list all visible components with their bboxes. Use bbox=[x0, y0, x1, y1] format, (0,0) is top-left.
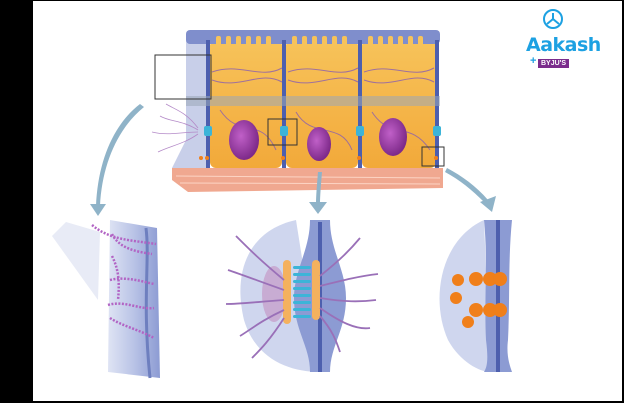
desmosome-callout bbox=[267, 118, 298, 146]
basement-membrane bbox=[172, 168, 443, 192]
arrow-head-icon bbox=[90, 204, 106, 216]
arrows bbox=[90, 104, 496, 216]
desmosome-inset bbox=[225, 220, 379, 372]
callout-boxes bbox=[154, 54, 445, 167]
nucleus bbox=[379, 118, 407, 156]
aakash-emblem-icon bbox=[543, 9, 563, 29]
tight-junction-inset bbox=[52, 220, 160, 379]
logo-partner-badge: BYJU'S bbox=[538, 59, 570, 68]
logo-brand-text: Aakash bbox=[526, 34, 601, 56]
epithelial-cells bbox=[151, 30, 441, 168]
tight-junction-callout bbox=[154, 54, 212, 100]
gap-junction-inset bbox=[439, 220, 512, 372]
nucleus bbox=[229, 120, 259, 160]
logo-plus: + bbox=[530, 55, 537, 67]
nucleus bbox=[307, 127, 331, 161]
arrow-head-icon bbox=[309, 202, 327, 214]
aakash-byjus-logo: Aakash + BYJU'S bbox=[522, 8, 601, 74]
gap-junction-callout bbox=[421, 146, 445, 167]
arrow-head-icon bbox=[480, 196, 496, 212]
